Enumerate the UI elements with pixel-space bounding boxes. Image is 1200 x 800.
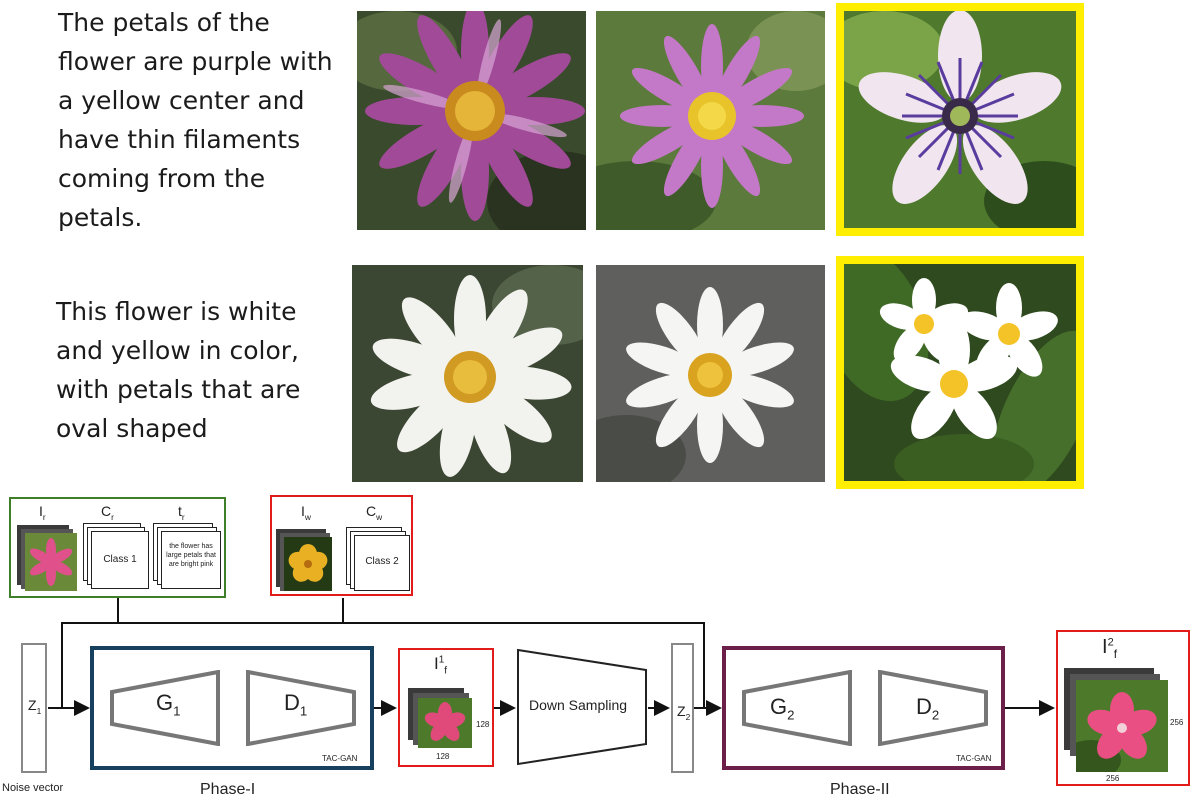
stage1-output: I1f 128 128 <box>398 648 494 767</box>
real-image-label: Ir <box>39 503 46 522</box>
real-passion-flower <box>836 3 1084 236</box>
phase2-tag: TAC-GAN <box>956 754 992 763</box>
caption-purple-flower: The petals of the flower are purple with… <box>58 8 333 232</box>
stage1-output-label: I1f <box>434 654 448 677</box>
text-description-card: the flower has large petals that are bri… <box>161 531 221 589</box>
noise-vector-z1: Z1 <box>21 643 47 773</box>
class-2-text: Class 2 <box>365 556 399 567</box>
wrong-class-label: Cw <box>366 503 383 522</box>
downsampling-label: Down Sampling <box>529 697 628 713</box>
discriminator-1-label: D1 <box>284 690 308 719</box>
class-1-card: Class 1 <box>91 531 149 589</box>
stage2-output-label: I2f <box>1102 636 1118 661</box>
real-input-group: Ir Cr tr Class 1 the flower has large pe… <box>9 497 226 598</box>
generator-2-label: G2 <box>770 694 795 723</box>
generator-1-shape <box>110 670 220 746</box>
phase1-block: G1 D1 TAC-GAN <box>90 646 374 770</box>
generator-2-shape <box>742 670 852 746</box>
wrong-image-thumb <box>284 537 332 591</box>
generated-purple-flower-1 <box>357 11 586 230</box>
wrong-image-label: Iw <box>301 503 311 522</box>
discriminator-2-shape <box>878 670 988 746</box>
stage1-output-thumb <box>418 698 472 748</box>
phase2-title: Phase-II <box>830 781 890 798</box>
stage1-size-bottom: 128 <box>436 752 450 761</box>
real-frangipani-flower <box>836 256 1084 489</box>
generator-1-label: G1 <box>156 690 181 719</box>
discriminator-2-label: D2 <box>916 694 940 723</box>
real-image-thumb <box>25 533 77 591</box>
discriminator-1-shape <box>246 670 356 746</box>
real-class-label: Cr <box>101 503 114 522</box>
z2-label: Z2 <box>677 703 691 722</box>
class-1-text: Class 1 <box>103 554 137 565</box>
class-2-card: Class 2 <box>354 535 410 591</box>
phase1-tag: TAC-GAN <box>322 754 358 763</box>
phase2-block: G2 D2 TAC-GAN <box>722 646 1005 770</box>
stage1-size-side: 128 <box>476 720 490 729</box>
real-text-label: tr <box>178 503 185 522</box>
stage2-output-thumb <box>1076 680 1168 772</box>
phase1-title: Phase-I <box>200 781 256 798</box>
generated-white-flower-1 <box>352 265 583 482</box>
noise-vector-z2: Z2 <box>671 643 694 773</box>
stage2-output: I2f 256 256 <box>1056 630 1190 786</box>
text-description: the flower has large petals that are bri… <box>166 543 216 568</box>
stage2-size-bottom: 256 <box>1106 774 1120 783</box>
z1-label: Z1 <box>28 697 42 716</box>
downsampling-shape <box>517 648 647 766</box>
generated-white-flower-2 <box>596 265 825 482</box>
noise-vector-caption: Noise vector <box>2 782 64 794</box>
wrong-input-group: Iw Cw Class 2 <box>270 495 413 596</box>
generated-purple-flower-2 <box>596 11 825 230</box>
caption-white-flower: This flower is white and yellow in color… <box>56 297 301 443</box>
stage2-size-side: 256 <box>1170 718 1184 727</box>
